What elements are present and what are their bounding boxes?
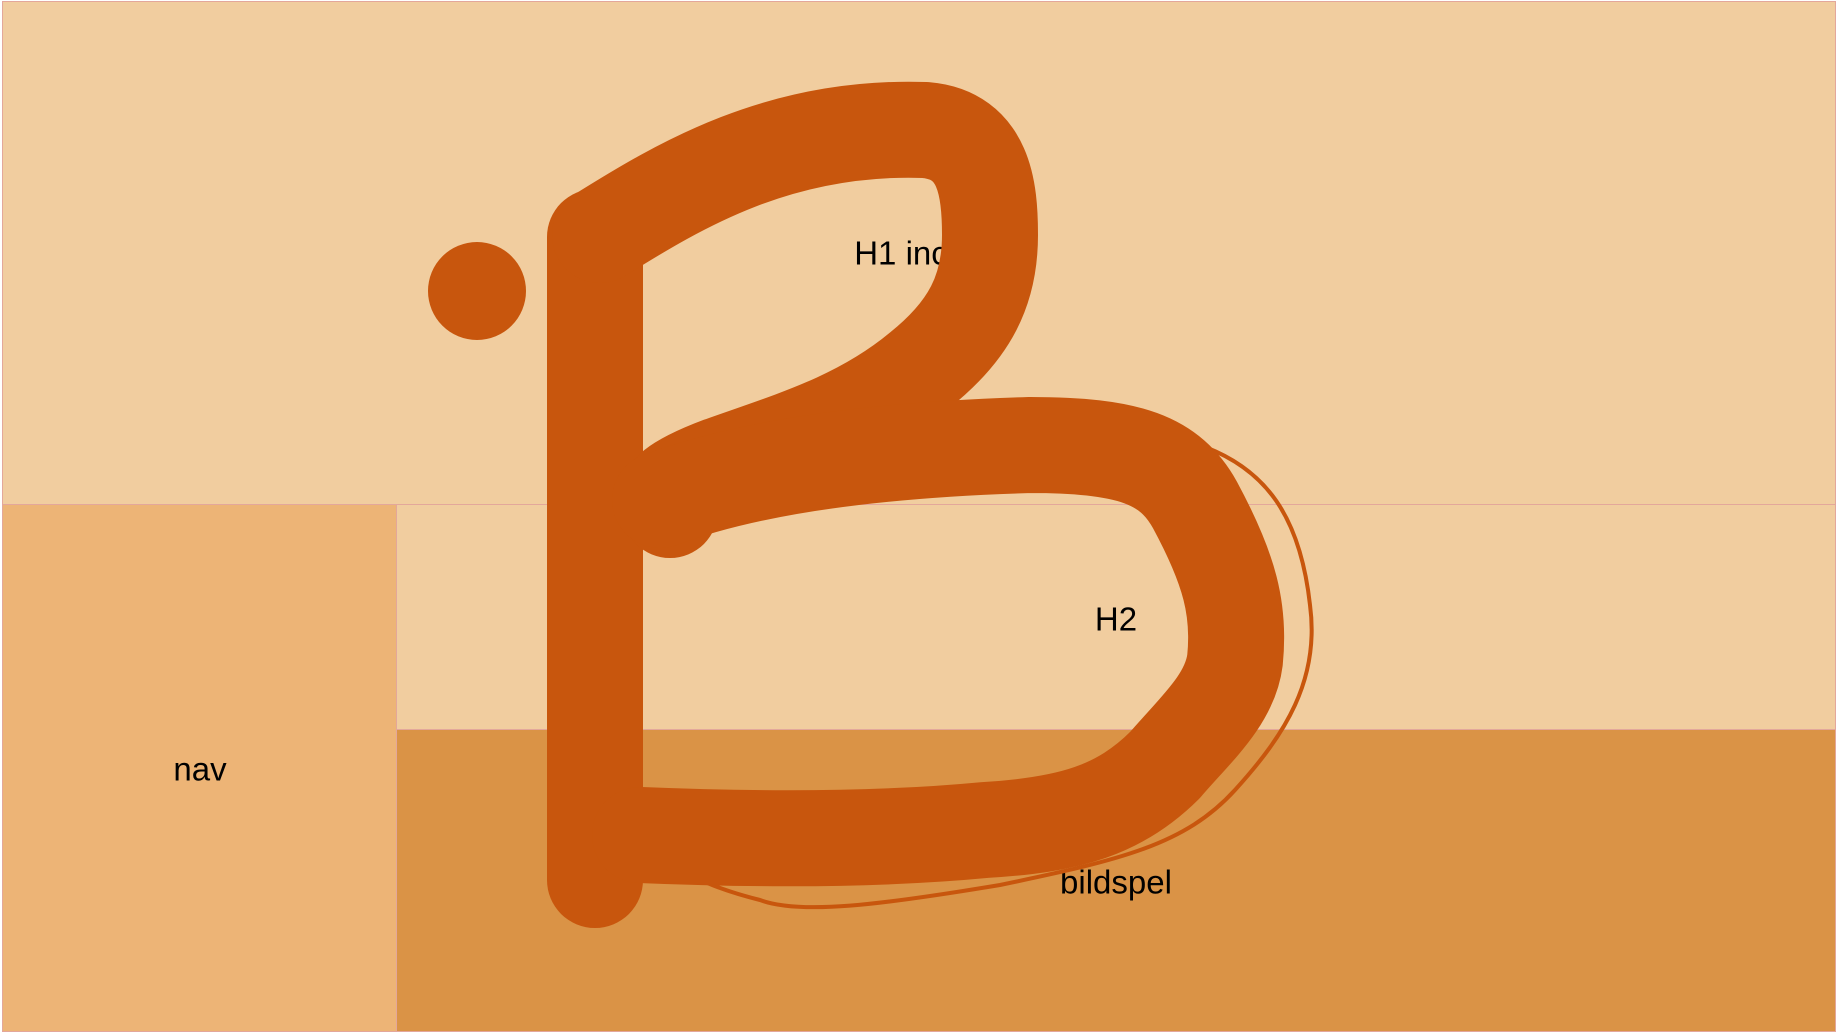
h1-label: H1 inc xyxy=(854,234,948,272)
nav-region xyxy=(2,504,397,1032)
bildspel-label: bildspel xyxy=(1060,863,1172,901)
nav-label: nav xyxy=(173,750,227,788)
h2-label: H2 xyxy=(1094,600,1138,638)
